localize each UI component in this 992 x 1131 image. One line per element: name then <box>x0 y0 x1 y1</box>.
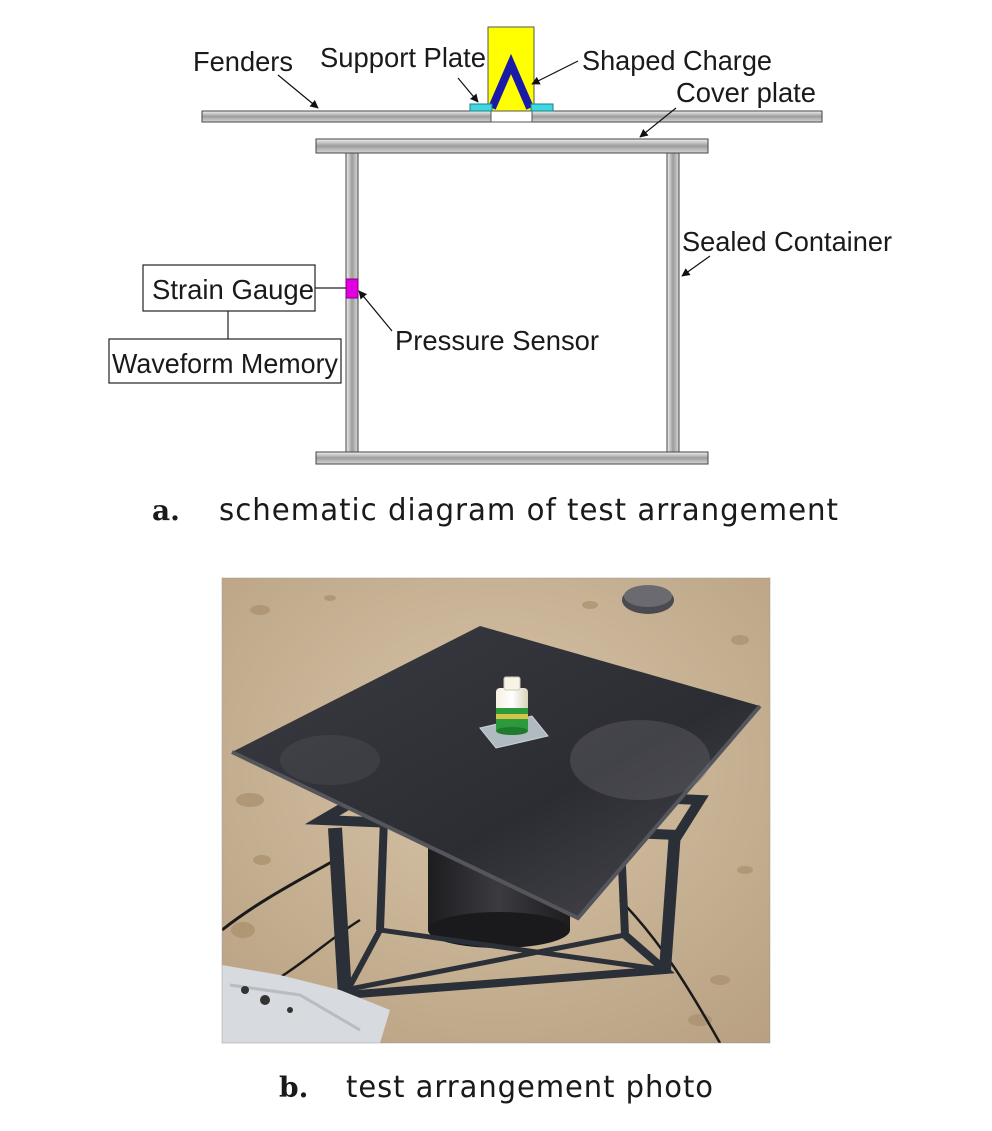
support-plate-right <box>530 103 554 112</box>
label-cover-plate: Cover plate <box>676 77 816 108</box>
caption-b-letter: b. <box>279 1071 308 1104</box>
container-right-wall <box>666 152 680 453</box>
schematic-diagram: Fenders Support Plate Shaped Charge Cove… <box>108 26 892 528</box>
label-pressure-sensor: Pressure Sensor <box>395 325 599 356</box>
ground-rocks <box>231 595 753 1026</box>
label-sealed-container: Sealed Container <box>682 226 892 257</box>
cover-plate-arrow <box>639 107 677 138</box>
label-support-plate: Support Plate <box>320 42 486 73</box>
charge-hole <box>490 110 533 123</box>
cover-plate <box>315 138 709 154</box>
waveform-memory-box <box>108 338 342 384</box>
caption-a-text: schematic diagram of test arrangement <box>219 493 839 528</box>
support-plate-left <box>469 103 493 112</box>
support-plate-arrow <box>457 77 479 103</box>
bottom-plate <box>315 451 709 465</box>
caption-a-letter: a. <box>152 494 180 527</box>
cable-right <box>619 899 722 1043</box>
label-waveform-memory: Waveform Memory <box>112 348 338 379</box>
container-left-wall <box>345 152 359 453</box>
strain-gauge-box <box>142 264 316 312</box>
label-strain-gauge: Strain Gauge <box>152 274 314 305</box>
pressure-sensor <box>345 278 359 299</box>
pressure-sensor-arrow <box>358 290 393 332</box>
cable-left <box>222 858 336 932</box>
shaped-charge-cone <box>488 53 534 110</box>
fender-plate-photo <box>232 626 760 918</box>
shaped-charge-arrow <box>531 60 579 85</box>
test-arrangement-photo: b. test arrangement photo <box>221 577 771 1105</box>
caption-b-text: test arrangement photo <box>346 1070 714 1105</box>
sealed-container-arrow <box>681 255 711 277</box>
label-shaped-charge: Shaped Charge <box>582 45 772 76</box>
fenders-arrow <box>277 74 319 109</box>
label-fenders: Fenders <box>193 46 293 77</box>
